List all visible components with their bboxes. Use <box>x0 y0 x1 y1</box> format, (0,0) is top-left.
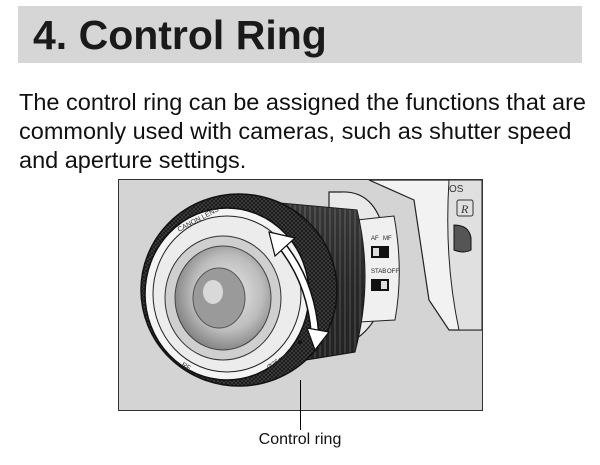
camera-model-mark: OS <box>449 184 464 195</box>
switch-label-af: AF <box>371 236 379 242</box>
camera-body: OS R <box>368 180 482 331</box>
lens-illustration: OS R AF MF STAB OFF CANON LENS Ø35mm <box>118 179 483 411</box>
section-title: 4. Control Ring <box>33 12 327 58</box>
switch-label-mf: MF <box>383 236 392 242</box>
switch-panel: AF MF STAB OFF <box>356 215 400 323</box>
callout-leader-line <box>300 380 301 430</box>
body-paragraph: The control ring can be assigned the fun… <box>19 89 586 173</box>
rotation-arrow <box>268 231 331 352</box>
callout-label: Control ring <box>258 431 342 448</box>
switch-label-off: OFF <box>387 269 399 275</box>
lens-mount-mark: RF <box>180 362 192 373</box>
camera-badge-mark: R <box>460 202 469 216</box>
switch-label-stab: STAB <box>371 269 386 275</box>
section-header: 4. Control Ring <box>18 6 582 63</box>
